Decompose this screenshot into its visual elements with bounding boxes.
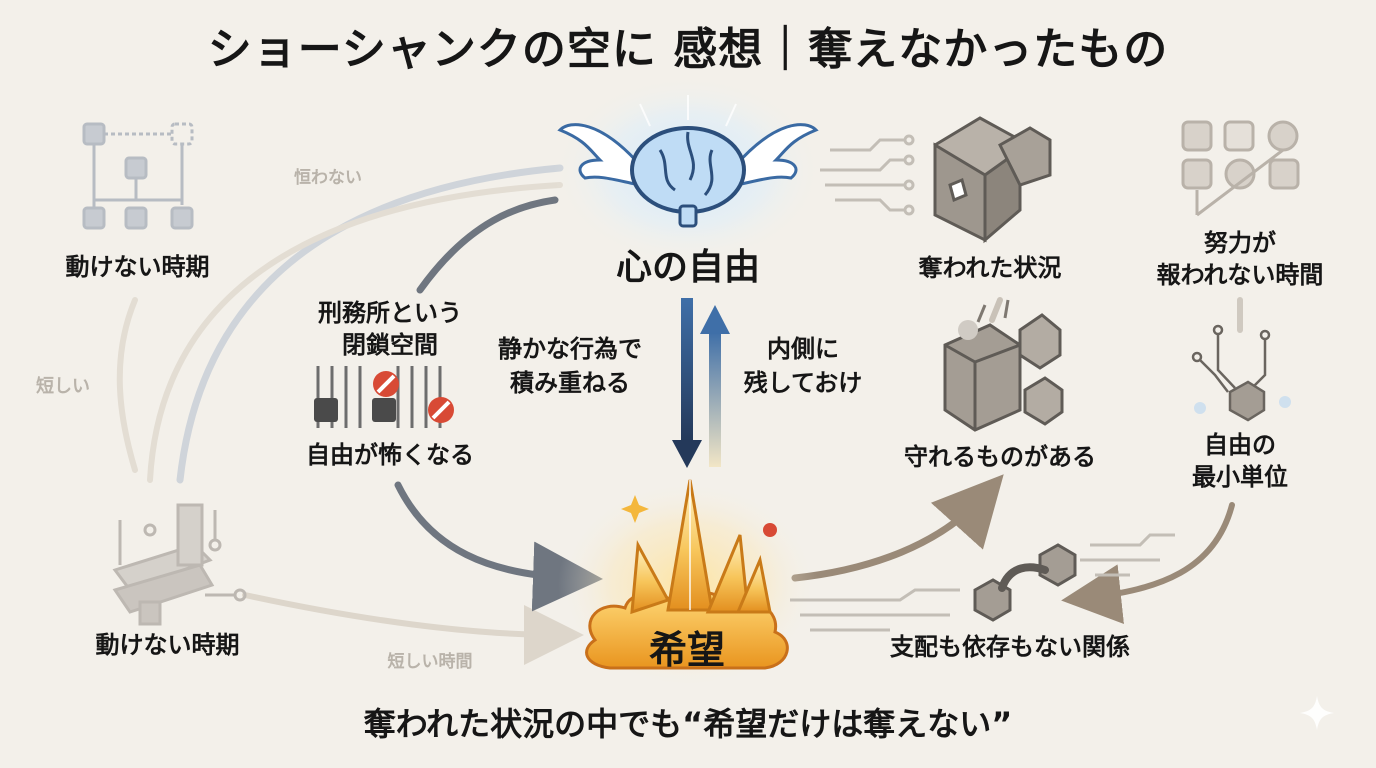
- node-graph-icon: [1181, 120, 1300, 217]
- prohibit-icon: [373, 371, 399, 397]
- arrow-label-down-line2: 積み重ねる: [510, 369, 630, 397]
- arrow-label-up-line1: 内側に: [767, 335, 839, 363]
- node-relationship: 支配も依存もない関係: [890, 633, 1130, 661]
- node-something-to-protect: 守れるものがある: [904, 443, 1096, 471]
- machine-icon: [112, 503, 247, 626]
- cubes-icon: [943, 299, 1064, 432]
- arrow-hope-to-protect: [791, 474, 1004, 582]
- node-stuck-period-bottom: 動けない時期: [95, 631, 240, 659]
- arrow-label-down-line1: 静かな行為で: [498, 335, 642, 363]
- node-stuck-period-top: 動けない時期: [65, 253, 210, 281]
- hope-crystal-icon: [558, 479, 818, 690]
- arrow-fear-to-hope: [394, 481, 603, 612]
- circuit-lines-icon: [820, 134, 915, 216]
- page-title: ショーシャンクの空に 感想｜奪えなかったもの: [207, 24, 1169, 75]
- circuit-cube-icon: [1191, 324, 1291, 422]
- prison-bars-icon: [314, 366, 454, 428]
- node-min-unit-line2: 最小単位: [1192, 463, 1288, 491]
- node-min-unit-line1: 自由の: [1204, 431, 1276, 459]
- arrow-prison-to-freedom: [416, 196, 559, 294]
- node-prison-line2: 閉鎖空間: [342, 331, 438, 359]
- node-effort-line2: 報われない時間: [1156, 261, 1324, 289]
- node-prison-line1: 刑務所という: [318, 299, 462, 327]
- footer-caption: 奪われた状況の中でも“希望だけは奪えない”: [363, 705, 1013, 743]
- faint-label-short-time: 短しい時間: [387, 652, 473, 672]
- node-taken-situation: 奪われた状況: [918, 254, 1062, 282]
- arrow-label-up-line2: 残しておけ: [743, 369, 863, 397]
- node-freedom-of-mind: 心の自由: [615, 247, 760, 288]
- flowchart-icon: [82, 122, 194, 230]
- faint-label-fearless: 恒わない: [294, 168, 362, 188]
- node-fear-freedom: 自由が怖くなる: [306, 441, 474, 469]
- linked-cubes-icon: [790, 533, 1175, 632]
- broken-cube-icon: [933, 116, 1052, 244]
- faint-connectors: [116, 164, 1243, 665]
- faint-label-short: 短しい: [36, 376, 90, 397]
- red-dot-icon: [763, 523, 777, 537]
- sparkle-watermark-icon: [1299, 695, 1335, 731]
- sparkle-icon: [621, 495, 649, 523]
- winged-brain-icon: [553, 75, 823, 265]
- vertical-arrows: [672, 298, 730, 468]
- prohibit-icon: [428, 397, 454, 423]
- arrow-minunit-to-relationship: [1061, 502, 1235, 625]
- node-hope: 希望: [648, 628, 725, 672]
- main-arrows: [394, 196, 1235, 625]
- node-effort-line1: 努力が: [1204, 229, 1276, 257]
